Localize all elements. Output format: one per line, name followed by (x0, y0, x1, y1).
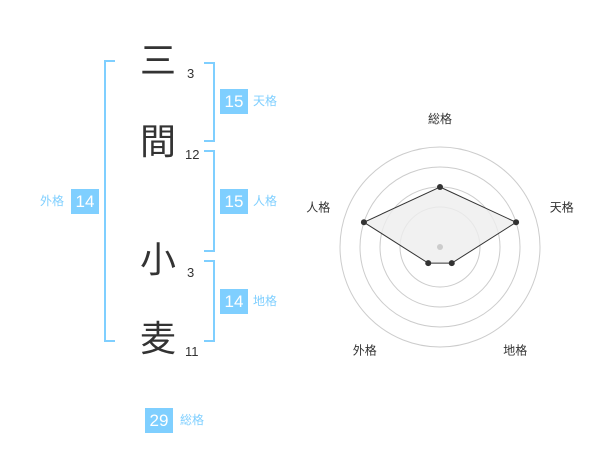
stroke-count-2: 12 (185, 147, 200, 162)
radar-point-2 (513, 219, 520, 226)
soukaku-label: 総格 (180, 413, 205, 427)
radar-ring (339, 146, 541, 348)
stroke-count-1: 3 (187, 66, 195, 81)
tenkaku-value: 15 (220, 89, 248, 114)
radar-axis-label-2: 天格 (550, 199, 574, 214)
tenkaku-bracket (204, 62, 215, 142)
name-char-1: 三 (139, 41, 176, 82)
radar-ring (359, 166, 521, 328)
gaikaku-value: 14 (71, 189, 99, 214)
soukaku-value: 29 (145, 408, 173, 433)
gaikaku-label: 外格 (40, 194, 65, 208)
tenkaku-label: 天格 (253, 94, 278, 108)
name-char-2: 間 (139, 122, 176, 163)
name-char-4: 麦 (139, 319, 176, 360)
jinkaku-label: 人格 (253, 194, 278, 208)
radar-point-1 (437, 184, 443, 190)
radar-axis-label-4: 外格 (353, 343, 377, 358)
radar-series-area (362, 186, 518, 264)
radar-point-3 (448, 260, 455, 267)
radar-axis-label-3: 地格 (503, 343, 527, 358)
jinkaku-value: 15 (220, 189, 248, 214)
gaikaku-bracket (104, 60, 115, 342)
radar-center-dot (437, 244, 443, 250)
radar-axis-label-5: 人格 (306, 199, 330, 214)
stroke-count-4: 11 (185, 344, 199, 359)
radar-point-5 (360, 219, 367, 226)
jinkaku-bracket (204, 150, 215, 252)
radar-axis-label-1: 総格 (428, 111, 452, 126)
chikaku-bracket (204, 260, 215, 342)
chikaku-label: 地格 (253, 294, 278, 308)
stroke-count-3: 3 (187, 265, 195, 280)
chikaku-value: 14 (220, 289, 248, 314)
name-char-3: 小 (139, 240, 176, 281)
radar-point-4 (425, 260, 432, 267)
